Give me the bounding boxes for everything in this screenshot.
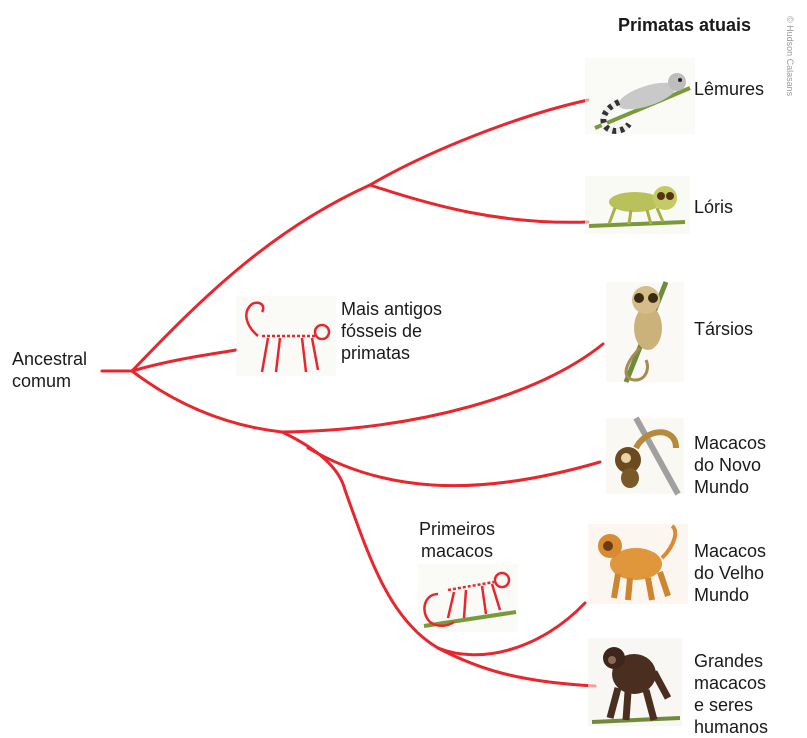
loris-illustration [585, 176, 690, 234]
great-ape-illustration [588, 638, 682, 726]
group-label-loris: Lóris [694, 196, 733, 218]
lemur-illustration [585, 58, 695, 134]
first-monkeys-label: Primeiros macacos [410, 518, 504, 562]
current-primates-heading: Primatas atuais [618, 14, 751, 36]
branch-lemures [370, 100, 588, 185]
tarsier-illustration [606, 282, 684, 382]
branch-loris [370, 185, 588, 222]
oldest-fossil-skeleton-illustration [236, 296, 336, 376]
group-label-velho-mundo: Macacos do Velho Mundo [694, 540, 766, 606]
group-label-novo-mundo: Macacos do Novo Mundo [694, 432, 766, 498]
group-label-grandes: Grandes macacos e seres humanos [694, 650, 768, 738]
root-label: Ancestral comum [12, 348, 87, 392]
new-world-monkey-illustration [606, 418, 684, 494]
image-credit: © Hudson Calasans [785, 16, 795, 96]
branch-novo-mundo [308, 448, 600, 486]
group-label-tarsios: Társios [694, 318, 753, 340]
old-world-monkey-illustration [588, 524, 688, 604]
group-label-lemures: Lêmures [694, 78, 764, 100]
first-monkeys-skeleton-illustration [418, 564, 518, 632]
oldest-fossils-label: Mais antigos fósseis de primatas [341, 298, 442, 364]
branch-haplorhini [132, 371, 282, 432]
